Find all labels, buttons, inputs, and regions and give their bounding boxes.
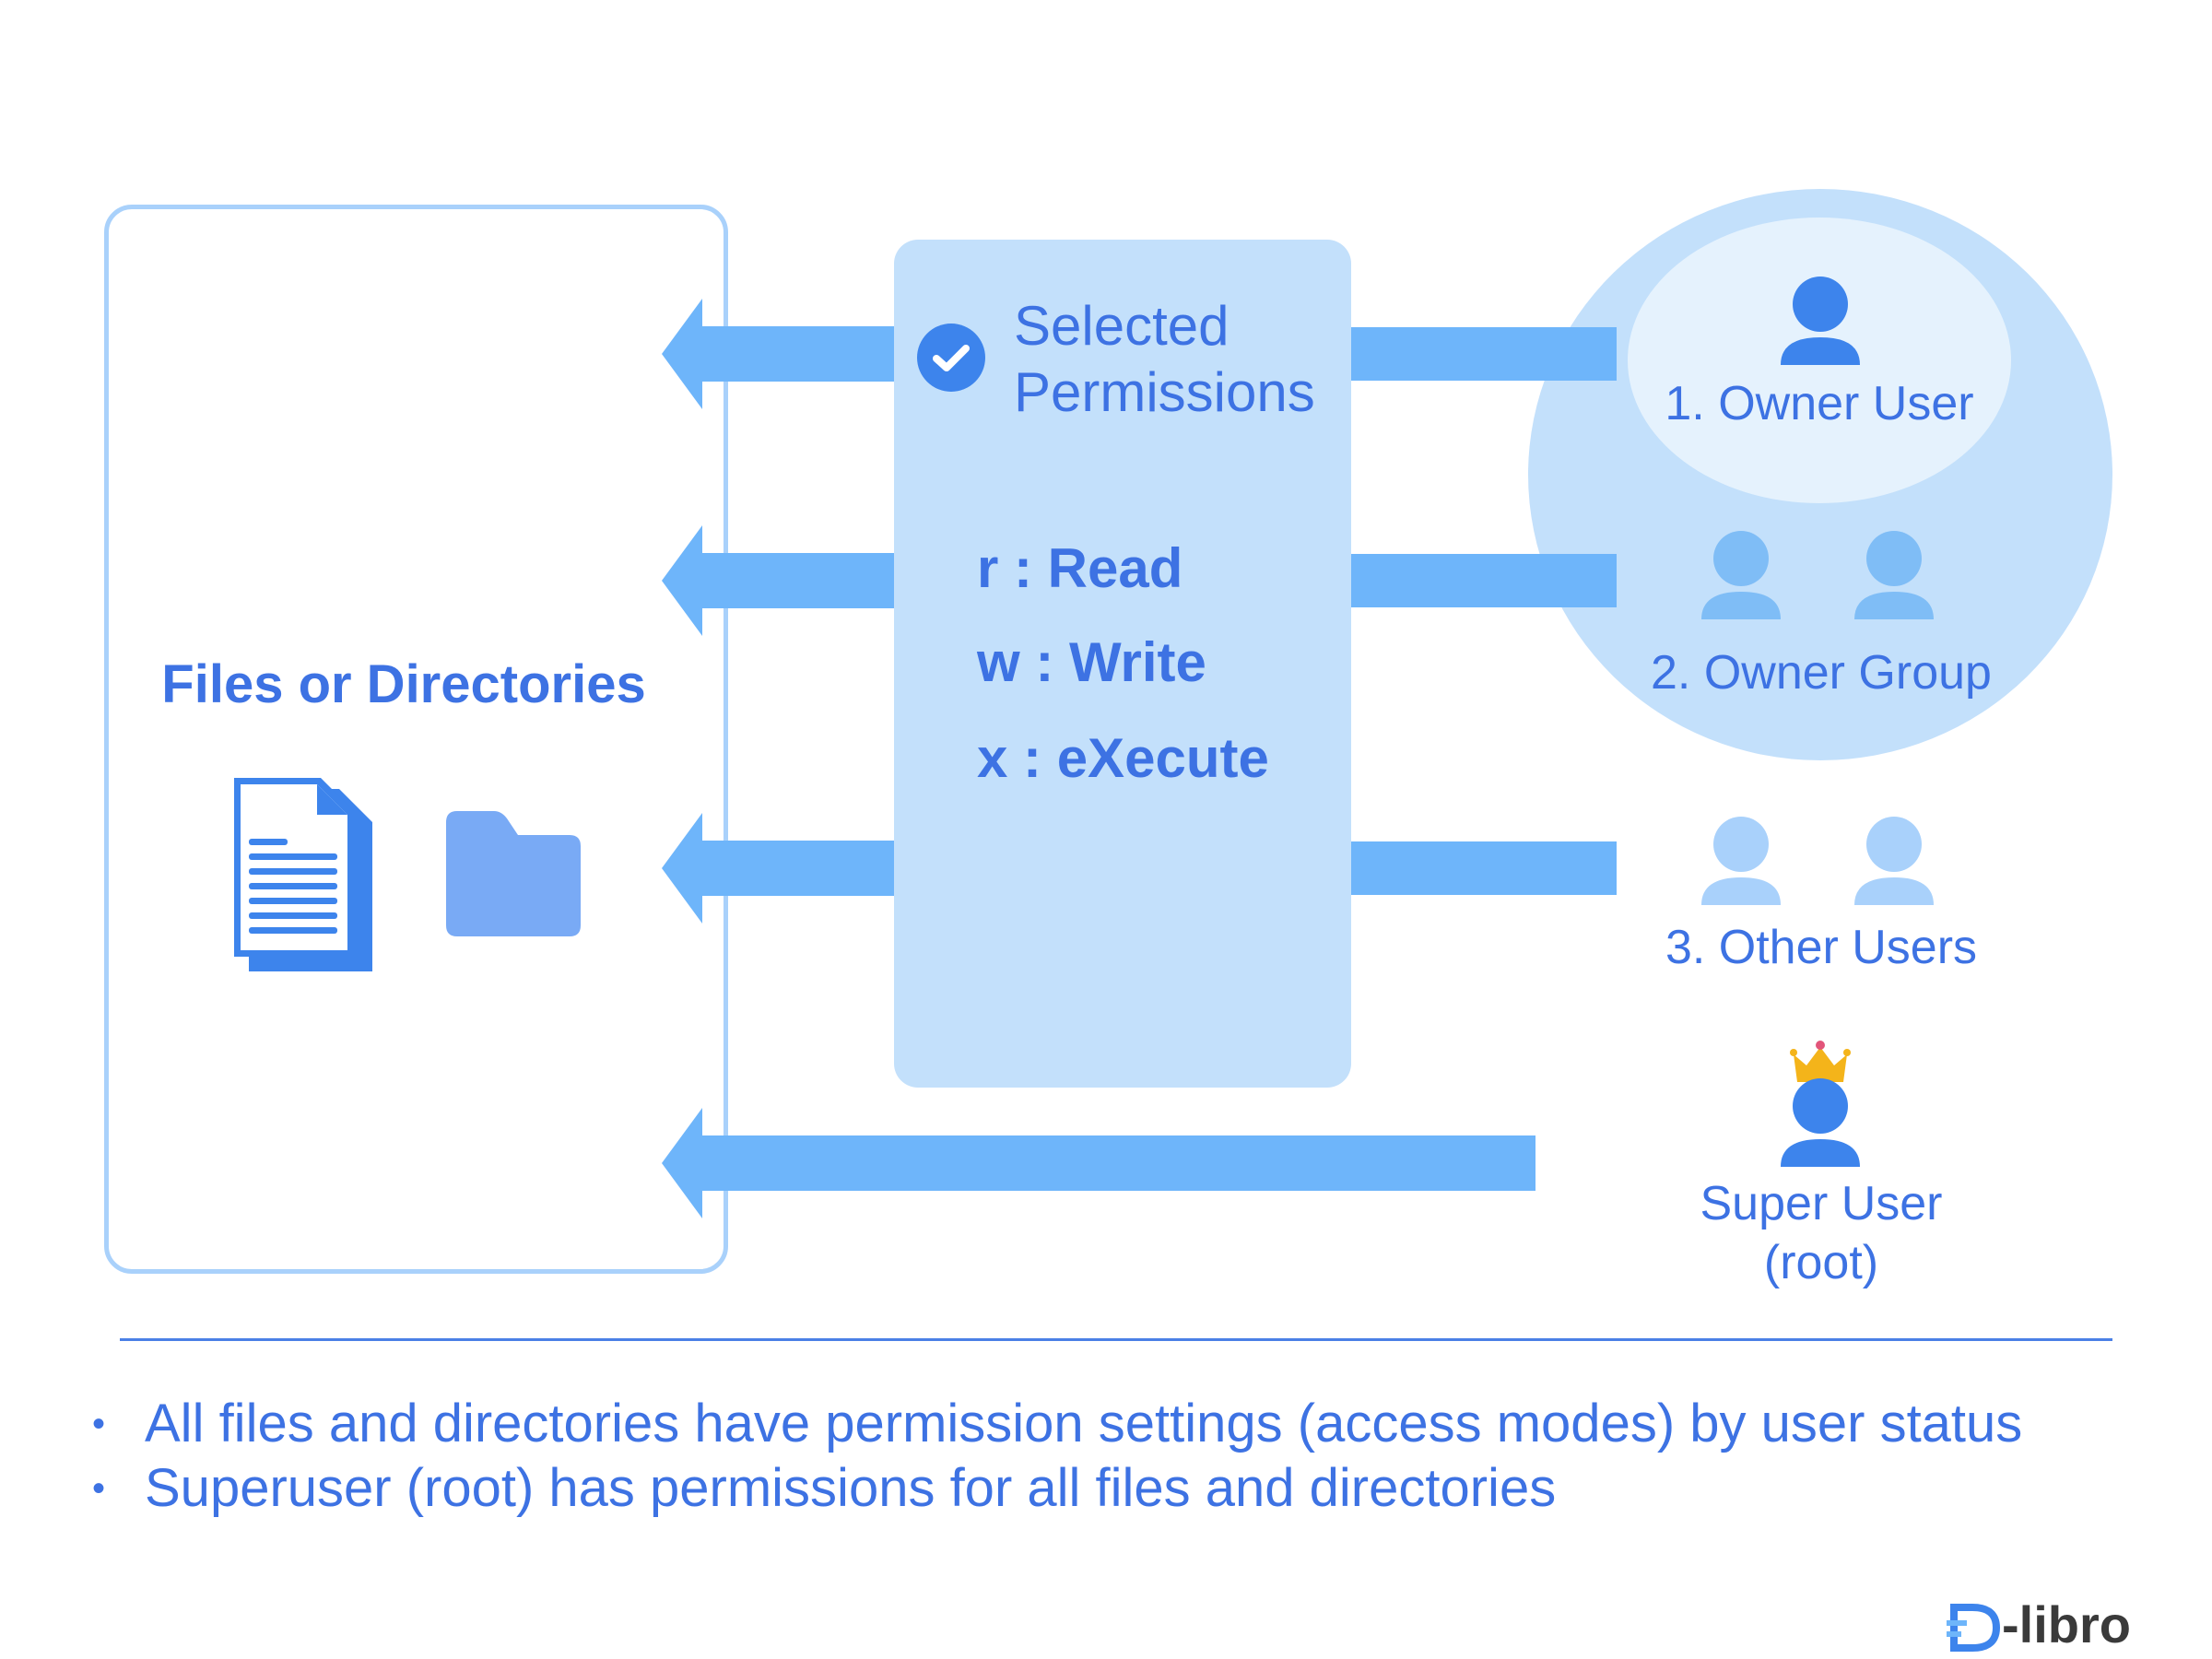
arrow-3 — [662, 813, 894, 924]
owner-group-label: 2. Owner Group — [1651, 646, 1992, 700]
super-user-icon — [1781, 1078, 1860, 1167]
group-user-icon-2 — [1854, 531, 1934, 619]
dlibro-logo-text: -libro — [2002, 1595, 2131, 1653]
document-icon — [234, 778, 372, 971]
arrow-2 — [662, 525, 894, 636]
super-user-label: Super User (root) — [1591, 1174, 2052, 1292]
crown-icon — [1790, 1041, 1851, 1082]
bar-other-users — [1351, 841, 1617, 895]
perm-read: r : Read — [977, 537, 1183, 599]
perm-execute: x : eXecute — [977, 727, 1269, 789]
permissions-title-line1: Selected — [1014, 295, 1230, 357]
dlibro-logo-icon — [1947, 1604, 2001, 1652]
bar-owner-user — [1351, 327, 1617, 381]
check-icon — [917, 324, 985, 392]
note-text: All files and directories have permissio… — [145, 1394, 2023, 1453]
permissions-title-line2: Permissions — [1014, 361, 1315, 423]
bar-owner-group — [1351, 554, 1617, 607]
files-panel — [104, 205, 728, 1274]
folder-icon — [446, 811, 581, 936]
permissions-title: Selected Permissions — [1014, 293, 1315, 426]
group-user-icon-1 — [1701, 531, 1781, 619]
super-user-label-line2: (root) — [1763, 1236, 1879, 1289]
notes-list: • All files and directories have permissi… — [92, 1392, 2022, 1521]
owner-user-icon — [1781, 276, 1860, 365]
arrow-1 — [662, 299, 894, 409]
files-title: Files or Directories — [161, 654, 646, 714]
bullet: • — [92, 1404, 106, 1444]
note-text: Superuser (root) has permissions for all… — [145, 1458, 1557, 1518]
perm-write: w : Write — [977, 631, 1206, 693]
divider — [120, 1338, 2112, 1341]
note-item: • All files and directories have permissi… — [92, 1392, 2022, 1456]
other-user-icon-2 — [1854, 817, 1934, 905]
other-users-label: 3. Other Users — [1665, 921, 1978, 974]
owner-user-label: 1. Owner User — [1665, 377, 1974, 430]
note-item: • Superuser (root) has permissions for al… — [92, 1456, 2022, 1521]
super-user-label-line1: Super User — [1700, 1177, 1943, 1230]
other-user-icon-1 — [1701, 817, 1781, 905]
bullet: • — [92, 1468, 106, 1509]
arrow-superuser — [662, 1108, 1535, 1218]
